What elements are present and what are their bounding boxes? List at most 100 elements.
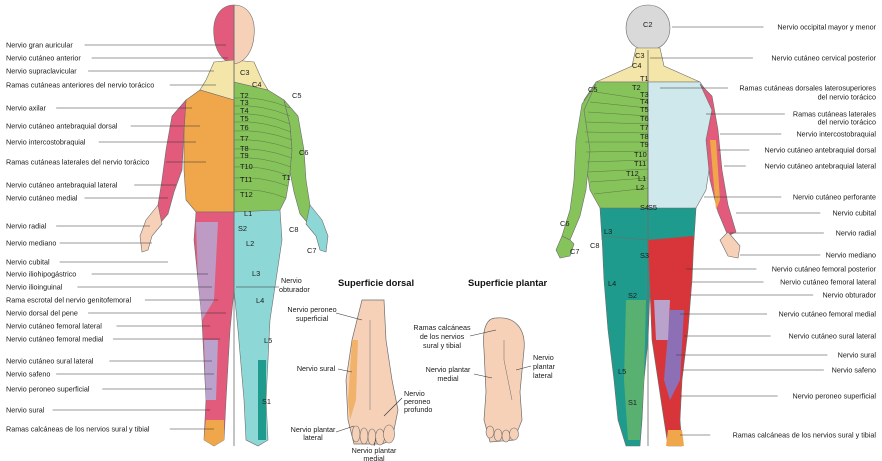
back-nerve-label: Nervio cutáneo femoral posterior — [772, 265, 877, 274]
plantar-lateral-label: lateral — [533, 371, 553, 380]
front-nerve-label: Ramas cutáneas laterales del nervio torá… — [6, 158, 149, 167]
back-dermatome-label: T1 — [640, 74, 649, 83]
back-dermatome-label: C8 — [590, 241, 599, 250]
front-right-hand — [306, 205, 328, 252]
front-dermatome-label: L3 — [252, 269, 260, 278]
back-left-leg-green — [624, 300, 646, 440]
front-nerve-label: Nervio cutáneo femoral lateral — [6, 322, 102, 331]
dorsal-plantar-medial-label: medial — [363, 454, 385, 461]
back-nerve-label: Nervio mediano — [826, 251, 876, 260]
front-left-shin-lavender — [204, 340, 218, 400]
back-body — [556, 5, 740, 446]
back-dermatome-label: T7 — [640, 123, 649, 132]
back-dermatome-label: L3 — [604, 227, 612, 236]
back-nerve-label: del nervio torácico — [818, 93, 876, 102]
front-nerve-label: Nervio gran auricular — [6, 41, 73, 50]
back-nerve-label: Ramas cutáneas dorsales laterosuperiores — [739, 84, 876, 93]
plantar-calcaneas-label: de los nervios — [420, 332, 465, 341]
front-nerve-label: Nervio cutáneo antebraquial lateral — [6, 181, 118, 190]
front-left-torso — [184, 90, 234, 212]
plantar-surface-title: Superficie plantar — [468, 277, 548, 288]
back-nerve-label: Nervio obturador — [822, 291, 876, 300]
back-right-foot — [666, 430, 684, 446]
plantar-lateral-label: plantar — [533, 362, 556, 371]
front-obturator-label: Nervio — [281, 276, 302, 285]
back-nerve-label: Nervio radial — [836, 229, 877, 238]
front-nerve-label: Nervio axilar — [6, 104, 47, 113]
front-nerve-label: Nervio intercostobraquial — [6, 138, 86, 147]
front-dermatome-label: T12 — [240, 190, 253, 199]
back-dermatome-label: S1 — [628, 398, 637, 407]
back-dermatome-label: C2 — [643, 20, 652, 29]
front-nerve-label: Nervio cutáneo antebraquial dorsal — [6, 122, 118, 131]
front-dermatome-label: S2 — [238, 224, 247, 233]
front-nerve-label: Nervio cutáneo sural lateral — [6, 357, 94, 366]
back-left-torso — [584, 82, 648, 212]
plantar-calcaneas-label: Ramas calcáneas — [413, 323, 471, 332]
front-nerve-label: Nervio supraclavicular — [6, 67, 77, 76]
front-dermatome-label: C6 — [299, 148, 308, 157]
back-dermatome-label: T10 — [634, 150, 647, 159]
plantar-lateral-label: Nervio — [533, 353, 554, 362]
front-dermatome-label: T6 — [240, 123, 249, 132]
front-left-hand — [140, 205, 162, 252]
dorsal-peroneo-superficial-label: Nervio peroneo — [287, 305, 336, 314]
back-dermatome-label: C4 — [632, 61, 641, 70]
front-nerve-label: Nervio cutáneo medial — [6, 194, 78, 203]
front-dermatome-label: C7 — [307, 246, 316, 255]
back-nerve-label: Nervio cutáneo femoral medial — [779, 310, 877, 319]
front-dermatome-label: L4 — [256, 296, 264, 305]
back-nerve-label: Nervio sural — [838, 351, 877, 360]
back-dermatome-label: L2 — [636, 183, 644, 192]
front-dermatome-label: T11 — [240, 175, 252, 184]
front-dermatome-label: C5 — [292, 91, 301, 100]
back-nerve-label: del nervio torácico — [818, 118, 876, 127]
back-nerve-label: Nervio peroneo superficial — [793, 392, 877, 401]
back-dermatome-label: S2 — [628, 291, 637, 300]
front-dermatome-label: L5 — [264, 336, 272, 345]
back-dermatome-label: T9 — [640, 140, 649, 149]
front-nerve-label: Nervio safeno — [6, 370, 50, 379]
back-dermatome-label: L5 — [618, 367, 626, 376]
back-dermatome-label: T6 — [640, 114, 649, 123]
plantar-medial-label: Nervio plantar — [426, 365, 471, 374]
back-nerve-label: Nervio cutáneo antebraquial lateral — [765, 162, 877, 171]
back-dermatome-label: L4 — [608, 279, 616, 288]
back-dermatome-label: C7 — [570, 247, 579, 256]
front-nerve-label: Nervio dorsal del pene — [6, 309, 78, 318]
back-dermatome-label: T12 — [626, 169, 639, 178]
back-nerve-label: Nervio occipital mayor y menor — [777, 23, 876, 32]
plantar-foot — [484, 318, 525, 442]
front-nerve-label: Nervio cubital — [6, 258, 50, 267]
back-nerve-label: Nervio cutáneo femoral lateral — [780, 278, 876, 287]
front-dermatome-label: L1 — [244, 209, 252, 218]
front-dermatome-label: L2 — [246, 239, 254, 248]
back-right-torso — [648, 82, 712, 212]
back-nerve-label: Nervio cutáneo perforante — [793, 193, 876, 202]
front-dermatome-label: T9 — [240, 151, 249, 160]
back-dermatome-label: S5 — [648, 203, 657, 212]
front-dermatome-label: T10 — [240, 162, 253, 171]
front-nerve-label: Nervio ilioinguinal — [6, 283, 63, 292]
front-left-head — [214, 5, 234, 64]
front-dermatome-label: S1 — [262, 397, 271, 406]
front-obturator-label: obturador — [279, 285, 310, 294]
back-dermatome-label: C5 — [588, 85, 597, 94]
back-nerve-label: Nervio safeno — [832, 366, 876, 375]
plantar-calcaneas-label: sural y tibial — [423, 341, 461, 350]
back-nerve-label: Nervio cutáneo cervical posterior — [771, 54, 876, 63]
front-dermatome-label: C8 — [289, 225, 298, 234]
front-nerve-label: Rama escrotal del nervio genitofemoral — [6, 296, 131, 305]
back-right-hand — [720, 232, 740, 258]
leader-lines — [53, 27, 828, 446]
back-nerve-label: Nervio cutáneo antebraquial dorsal — [765, 146, 877, 155]
front-nerve-label: Ramas cutáneas anteriores del nervio tor… — [6, 81, 154, 90]
dorsal-plantar-lateral-label: lateral — [303, 433, 323, 442]
dorsal-surface-title: Superficie dorsal — [338, 277, 414, 288]
front-nerve-label: Nervio cutáneo anterior — [6, 54, 81, 63]
front-nerve-label: Nervio peroneo superficial — [6, 385, 90, 394]
front-dermatome-label: C3 — [240, 68, 249, 77]
